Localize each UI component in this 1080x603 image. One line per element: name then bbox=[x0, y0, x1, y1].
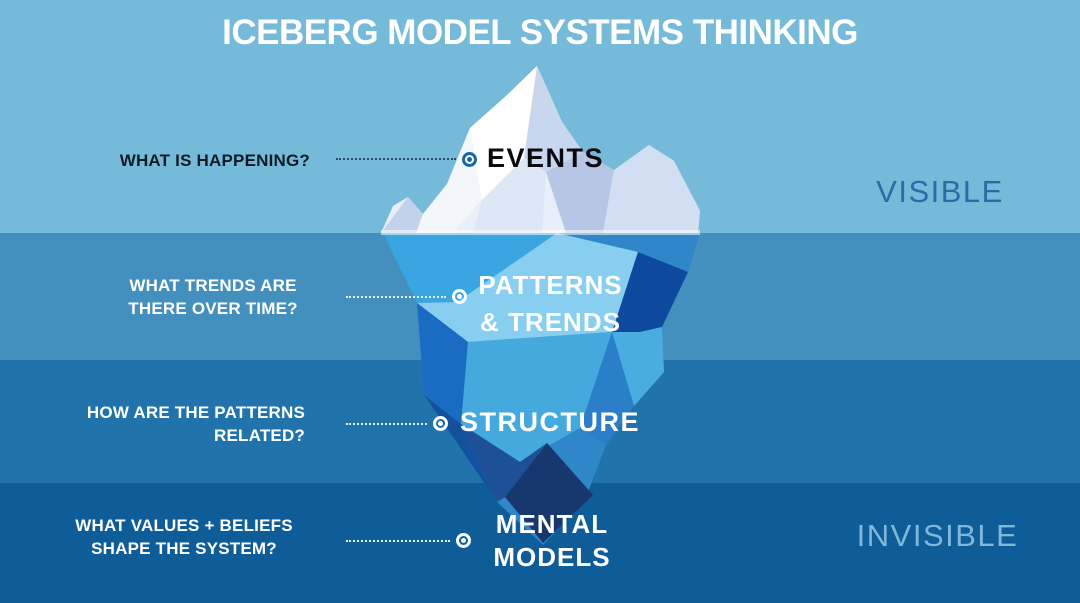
bullseye-marker-icon bbox=[433, 416, 448, 431]
level-label-events: EVENTS bbox=[487, 143, 604, 174]
question-line: THERE OVER TIME? bbox=[128, 299, 298, 318]
question-line: SHAPE THE SYSTEM? bbox=[91, 539, 277, 558]
question-what-is-happening: WHAT IS HAPPENING? bbox=[10, 149, 310, 172]
question-line: WHAT IS HAPPENING? bbox=[119, 151, 310, 170]
waterline-highlight bbox=[381, 230, 700, 235]
marker-dot-icon bbox=[438, 421, 443, 426]
level-label-line: STRUCTURE bbox=[460, 407, 640, 437]
level-label-patterns-trends: PATTERNS & TRENDS bbox=[458, 267, 643, 341]
dotted-connector-line bbox=[346, 296, 446, 298]
question-what-trends: WHAT TRENDS ARE THERE OVER TIME? bbox=[103, 274, 323, 320]
question-line: WHAT VALUES + BELIEFS bbox=[75, 516, 293, 535]
level-label-line: MODELS bbox=[493, 542, 611, 572]
level-label-mental-models: MENTAL MODELS bbox=[468, 508, 636, 574]
question-line: HOW ARE THE PATTERNS bbox=[86, 403, 305, 422]
marker-dot-icon bbox=[461, 538, 466, 543]
marker-dot-icon bbox=[457, 294, 462, 299]
bullseye-marker-icon bbox=[452, 289, 467, 304]
zone-label-visible: VISIBLE bbox=[876, 174, 1004, 209]
zone-label-invisible: INVISIBLE bbox=[856, 518, 1019, 553]
question-line: WHAT TRENDS ARE bbox=[129, 276, 297, 295]
dotted-connector-line bbox=[346, 540, 450, 542]
question-how-patterns-related: HOW ARE THE PATTERNS RELATED? bbox=[45, 401, 305, 447]
dotted-connector-line bbox=[346, 423, 427, 425]
level-label-line: & TRENDS bbox=[480, 307, 621, 337]
dotted-connector-line bbox=[336, 158, 456, 160]
level-label-line: EVENTS bbox=[487, 143, 605, 173]
page-title: ICEBERG MODEL SYSTEMS THINKING bbox=[222, 13, 858, 52]
bullseye-marker-icon bbox=[456, 533, 471, 548]
marker-dot-icon bbox=[467, 157, 472, 162]
iceberg-above-water bbox=[381, 66, 700, 235]
level-label-structure: STRUCTURE bbox=[460, 407, 640, 438]
question-values-beliefs: WHAT VALUES + BELIEFS SHAPE THE SYSTEM? bbox=[60, 514, 308, 560]
level-label-line: MENTAL bbox=[495, 509, 609, 539]
question-line: RELATED? bbox=[214, 426, 305, 445]
level-label-line: PATTERNS bbox=[478, 270, 623, 300]
iceberg-below-water bbox=[383, 233, 700, 545]
bullseye-marker-icon bbox=[462, 152, 477, 167]
